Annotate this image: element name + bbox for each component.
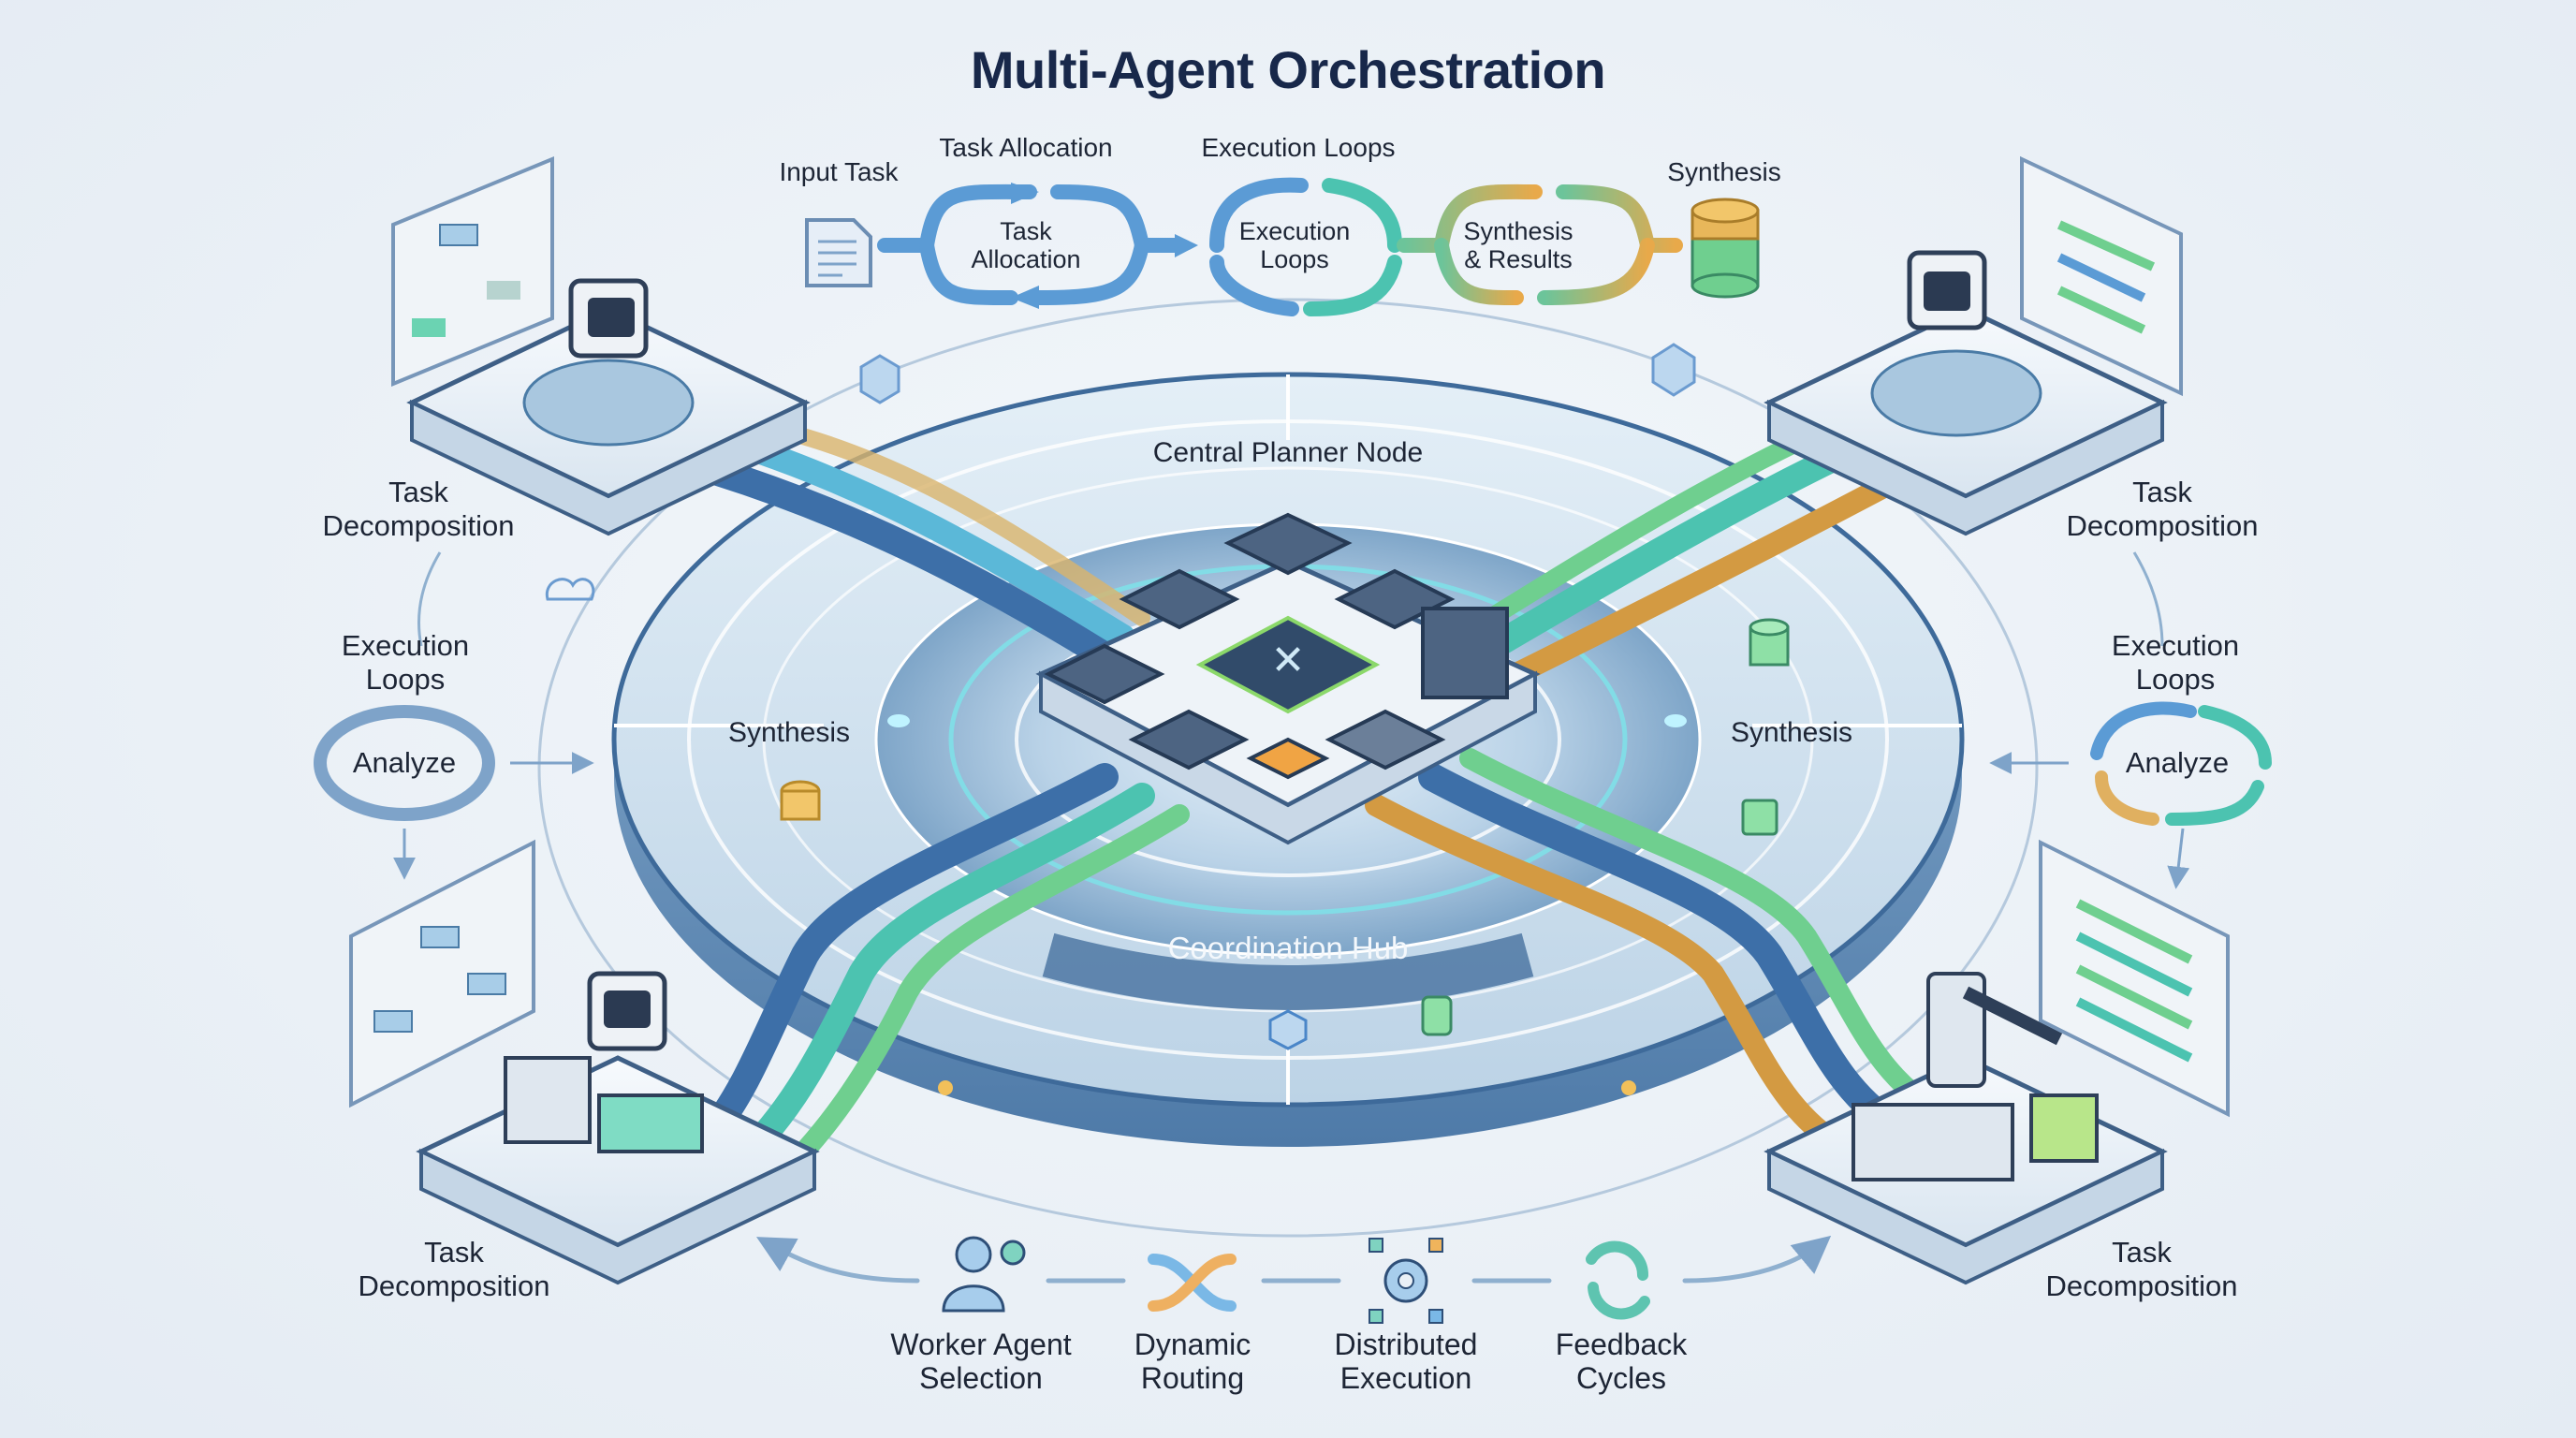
synthesis-results-inner-label: Synthesis & Results (1463, 217, 1573, 273)
arrow-right-down (2167, 828, 2190, 889)
coordination-hub-label: Coordination Hub (1167, 931, 1409, 965)
floating-hex-icon-left (859, 354, 900, 404)
svg-text:✕: ✕ (1271, 637, 1306, 684)
step-distributed-execution: Distributed Execution (1334, 1328, 1478, 1395)
synthesis-ring-right-label: Synthesis (1730, 717, 1853, 748)
left-bottom-task-decomposition-label: Task Decomposition (358, 1236, 550, 1302)
left-analyze-loop (314, 705, 495, 821)
refresh-cycle-icon (1586, 1240, 1650, 1320)
processor-chips (1044, 512, 1509, 780)
synthesis-ring-left-label: Synthesis (727, 717, 851, 748)
agent-platform-top-left[interactable] (406, 278, 811, 536)
connector-left-top (417, 551, 442, 647)
step-worker-agent-selection: Worker Agent Selection (890, 1328, 1072, 1395)
page-title: Multi-Agent Orchestration (970, 40, 1606, 99)
bottom-connector-line (756, 1235, 1832, 1284)
agent-platform-bottom-left[interactable] (416, 971, 820, 1285)
cloud-icon (545, 578, 595, 601)
central-planner-label: Central Planner Node (1152, 437, 1424, 468)
floating-hex-icon-right (1651, 343, 1696, 397)
right-analyze-label: Analyze (2125, 746, 2230, 779)
execution-loop-arrows (1209, 177, 1402, 316)
database-icon (1690, 198, 1760, 299)
step-dynamic-routing: Dynamic Routing (1134, 1328, 1251, 1395)
left-execution-loops-label: Execution Loops (341, 629, 470, 696)
input-task-label: Input Task (779, 157, 899, 186)
task-allocation-inner-label: Task Allocation (971, 217, 1081, 273)
right-bottom-task-decomposition-label: Task Decomposition (2045, 1236, 2238, 1302)
guide-arcs (537, 298, 2039, 1238)
green-doc-icon (1421, 995, 1453, 1036)
task-allocation-label: Task Allocation (939, 133, 1113, 162)
document-icon (805, 218, 872, 287)
synthesis-top-label: Synthesis (1667, 157, 1781, 186)
synthesis-arrows (1397, 183, 1683, 306)
connector-right-top (2132, 551, 2164, 647)
step-feedback-cycles: Feedback Cycles (1555, 1328, 1688, 1395)
right-analyze-loop (2090, 701, 2272, 826)
shuffle-icon (1148, 1254, 1237, 1312)
left-analyze-label: Analyze (352, 746, 457, 779)
left-top-task-decomposition-label: Task Decomposition (322, 476, 515, 542)
green-database-icon (1749, 618, 1790, 667)
top-flow (805, 177, 1760, 316)
right-top-task-decomposition-label: Task Decomposition (2066, 476, 2259, 542)
task-list-panel-bottom-right (2039, 839, 2230, 1118)
task-allocation-arrows (877, 183, 1198, 309)
agent-platform-top-right[interactable] (1764, 250, 2168, 536)
flowchart-panel-top-left (391, 156, 554, 387)
central-planner-node: ✕ (1035, 512, 1541, 845)
green-cube-icon (1741, 799, 1778, 836)
coins-icon (780, 780, 821, 821)
agent-platform-bottom-right[interactable] (1764, 972, 2168, 1285)
right-execution-loops-label: Execution Loops (2111, 629, 2240, 696)
user-gear-icon (942, 1236, 1026, 1313)
execution-loops-inner-label: Execution Loops (1238, 217, 1351, 273)
blue-cube-icon (1268, 1009, 1308, 1050)
flowchart-panel-bottom-left (349, 839, 535, 1108)
execution-loops-label: Execution Loops (1201, 133, 1396, 162)
task-list-panel-top-right (2020, 155, 2183, 397)
distributed-gear-icon (1368, 1238, 1443, 1324)
